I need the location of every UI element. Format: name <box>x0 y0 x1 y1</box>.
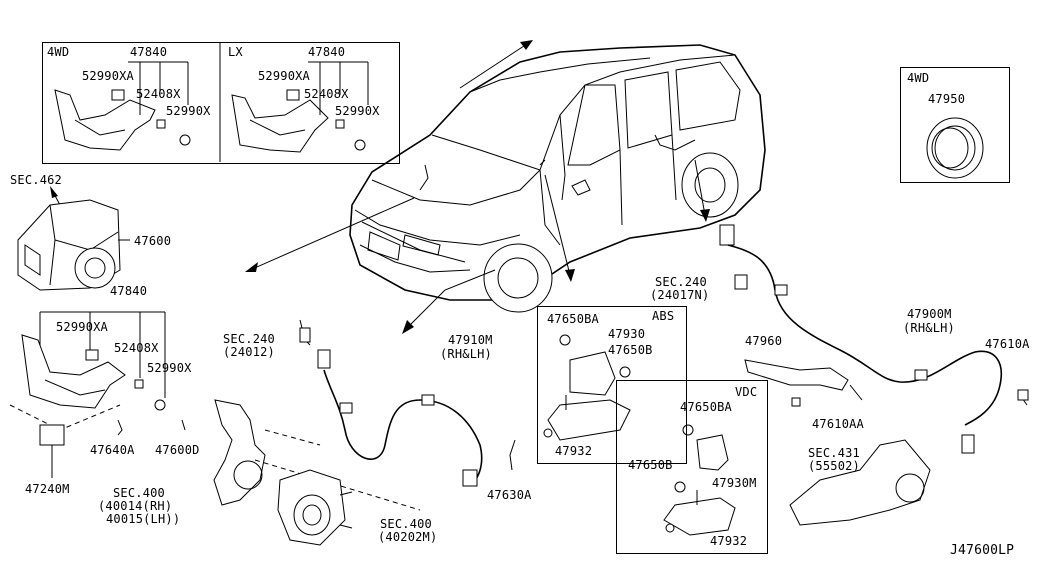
part-47640a: 47640A <box>90 443 135 457</box>
part-47910m: 47910M <box>448 333 493 347</box>
part-52990xa-4wd: 52990XA <box>82 69 134 83</box>
label-rh-lh-front: (RH&LH) <box>440 347 492 361</box>
part-47240m: 47240M <box>25 482 70 496</box>
part-47650b-vdc: 47650B <box>628 458 673 472</box>
part-52408x-4wd: 52408X <box>136 87 181 101</box>
part-47600d: 47600D <box>155 443 200 457</box>
part-47600: 47600 <box>134 234 172 248</box>
part-47650b-abs: 47650B <box>608 343 653 357</box>
label-sec-431: SEC.431 <box>808 446 860 460</box>
label-55502: (55502) <box>808 459 860 473</box>
vdc-box <box>616 380 768 554</box>
part-52990x: 52990X <box>147 361 192 375</box>
abs-tag: ABS <box>652 309 675 323</box>
part-52990x-lx: 52990X <box>335 104 380 118</box>
label-40014-rh: (40014(RH) <box>98 499 173 513</box>
inset-brackets <box>54 42 369 162</box>
part-47930: 47930 <box>608 327 646 341</box>
abs-actuator-illustration <box>17 199 130 291</box>
part-47650ba-vdc: 47650BA <box>680 400 732 414</box>
part-47960: 47960 <box>745 334 783 348</box>
part-52990xa: 52990XA <box>56 320 108 334</box>
front-sensor-illustration <box>213 319 516 546</box>
inset-tag-4wd: 4WD <box>47 45 70 59</box>
part-47630a: 47630A <box>487 488 532 502</box>
leader-arrows <box>50 40 710 334</box>
rear-sensor-illustration <box>719 224 1029 526</box>
label-sec-462: SEC.462 <box>10 173 62 187</box>
tone-ring-illustration <box>926 117 984 179</box>
part-47932-vdc: 47932 <box>710 534 748 548</box>
inset-tag-lx: LX <box>228 45 243 59</box>
bracket-group-illustration <box>9 311 186 478</box>
part-47610aa: 47610AA <box>812 417 864 431</box>
abs-box <box>537 306 687 464</box>
part-52408x: 52408X <box>114 341 159 355</box>
label-40202m: (40202M) <box>378 530 438 544</box>
part-47650ba-abs: 47650BA <box>547 312 599 326</box>
inset-tag-4wd-ring: 4WD <box>907 71 930 85</box>
label-sec-240-rear: SEC.240 <box>655 275 707 289</box>
label-24012: (24012) <box>223 345 275 359</box>
part-47610a: 47610A <box>985 337 1030 351</box>
part-47840-4wd: 47840 <box>130 45 168 59</box>
part-47930m: 47930M <box>712 476 757 490</box>
label-40015-lh: 40015(LH)) <box>106 512 181 526</box>
label-24017n: (24017N) <box>650 288 710 302</box>
vdc-tag: VDC <box>735 385 758 399</box>
vehicle-illustration <box>349 44 766 313</box>
part-47932-abs: 47932 <box>555 444 593 458</box>
part-52990xa-lx: 52990XA <box>258 69 310 83</box>
part-52990x-4wd: 52990X <box>166 104 211 118</box>
inset-4wd-lx-box <box>42 42 400 164</box>
part-47840-lx: 47840 <box>308 45 346 59</box>
label-sec-240-front: SEC.240 <box>223 332 275 346</box>
vdc-sensor-illustration <box>663 424 736 536</box>
part-47840: 47840 <box>110 284 148 298</box>
part-52408x-lx: 52408X <box>304 87 349 101</box>
diagram-code: J47600LP <box>950 543 1015 558</box>
part-47900m: 47900M <box>907 307 952 321</box>
label-sec-400-hub: SEC.400 <box>380 517 432 531</box>
label-rh-lh-rear: (RH&LH) <box>903 321 955 335</box>
part-47950: 47950 <box>928 92 966 106</box>
label-sec-400-knuckle: SEC.400 <box>113 486 165 500</box>
inset-4wd-ring-box <box>900 67 1010 183</box>
abs-sensor-illustration <box>543 334 631 441</box>
